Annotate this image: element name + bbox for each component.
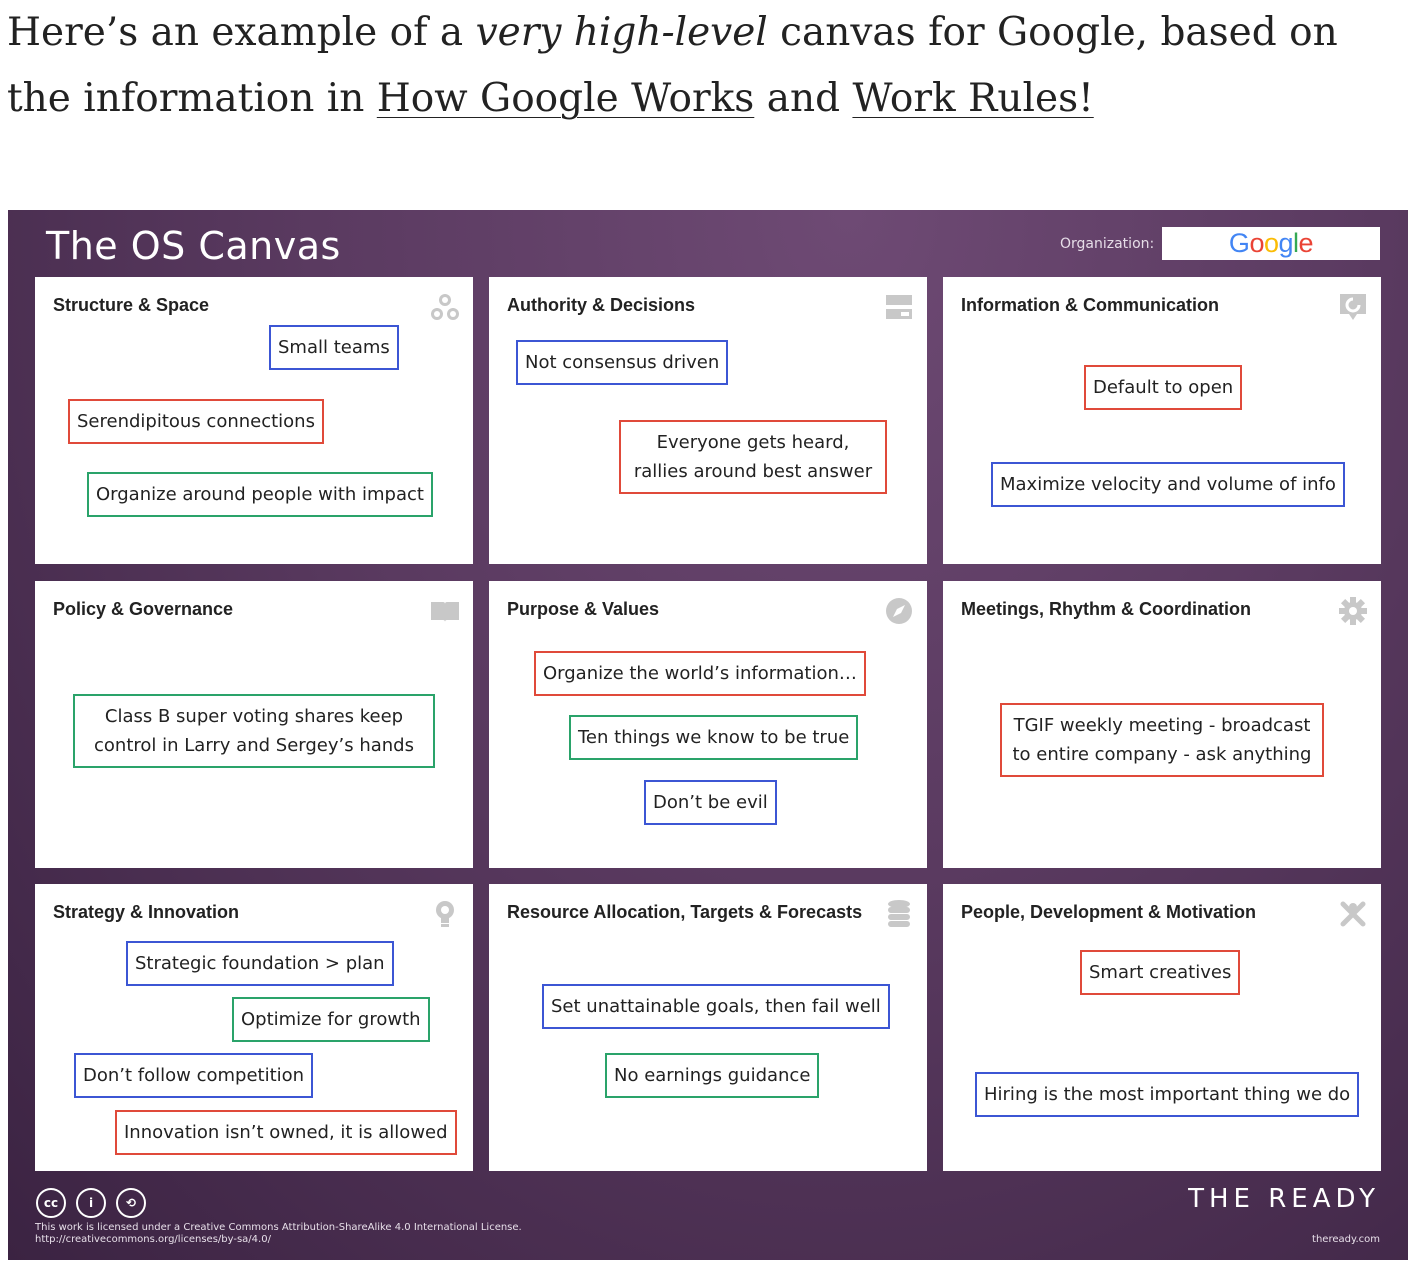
- note-default-to-open: Default to open: [1084, 365, 1243, 410]
- cc-icon: cc: [36, 1188, 66, 1218]
- note-ten-things: Ten things we know to be true: [569, 715, 859, 760]
- network-icon: [431, 294, 459, 320]
- panel-structure-space: Structure & Space Small teams Serendipit…: [35, 277, 473, 564]
- panel-title: Information & Communication: [961, 295, 1219, 315]
- note-maximize-velocity: Maximize velocity and volume of info: [991, 462, 1345, 507]
- database-icon: [888, 900, 910, 927]
- compass-icon: [886, 598, 912, 624]
- note-everyone-heard: Everyone gets heard, rallies around best…: [619, 420, 887, 494]
- panel-title: Structure & Space: [53, 295, 210, 315]
- note-dont-follow-competition: Don’t follow competition: [74, 1053, 314, 1098]
- note-no-earnings-guidance: No earnings guidance: [605, 1053, 820, 1098]
- share-alike-icon: ⟲: [116, 1188, 146, 1218]
- note-not-consensus: Not consensus driven: [516, 340, 729, 385]
- license-url: http://creativecommons.org/licenses/by-s…: [35, 1234, 271, 1245]
- panel-people-development: People, Development & Motivation Smart c…: [943, 884, 1381, 1171]
- lightbulb-icon: [436, 901, 454, 927]
- note-innovation-allowed: Innovation isn’t owned, it is allowed: [115, 1110, 457, 1155]
- note-organize-around-people: Organize around people with impact: [87, 472, 433, 517]
- organization-box: Google: [1162, 227, 1380, 260]
- note-organize-worlds-information: Organize the world’s information…: [534, 651, 866, 696]
- panel-title: Meetings, Rhythm & Coordination: [961, 599, 1251, 619]
- panel-meetings-rhythm: Meetings, Rhythm & Coordination TGIF wee…: [943, 581, 1381, 868]
- note-dont-be-evil: Don’t be evil: [644, 780, 777, 825]
- how-google-works-link[interactable]: How Google Works: [376, 76, 755, 121]
- info-bubble-icon: [1340, 294, 1366, 320]
- panel-strategy-innovation: Strategy & Innovation Strategic foundati…: [35, 884, 473, 1171]
- panel-title: Resource Allocation, Targets & Forecasts: [507, 902, 863, 922]
- work-rules-link[interactable]: Work Rules!: [852, 76, 1094, 121]
- org-chart-icon: [886, 295, 912, 319]
- panel-title: Purpose & Values: [507, 599, 660, 619]
- note-serendipitous-connections: Serendipitous connections: [68, 399, 324, 444]
- panel-information-communication: Information & Communication Default to o…: [943, 277, 1381, 564]
- license-line: This work is licensed under a Creative C…: [35, 1222, 522, 1233]
- person-star-icon: [1340, 901, 1366, 927]
- panel-title: Strategy & Innovation: [53, 902, 240, 922]
- note-unattainable-goals: Set unattainable goals, then fail well: [542, 984, 890, 1029]
- creative-commons-badges: cc i ⟲: [36, 1188, 146, 1218]
- panel-title: Policy & Governance: [53, 599, 234, 619]
- note-small-teams: Small teams: [269, 325, 399, 370]
- panel-resource-allocation: Resource Allocation, Targets & Forecasts…: [489, 884, 927, 1171]
- os-canvas-image: The OS Canvas Organization: Google Struc…: [8, 210, 1408, 1260]
- google-logo: Google: [1228, 228, 1314, 258]
- organization-label: Organization:: [1060, 236, 1155, 252]
- gear-icon: [1339, 597, 1367, 625]
- canvas-title: The OS Canvas: [46, 224, 341, 268]
- license-text: This work is licensed under a Creative C…: [35, 1222, 522, 1246]
- intro-text: and: [754, 76, 853, 121]
- panel-authority-decisions: Authority & Decisions Not consensus driv…: [489, 277, 927, 564]
- note-strategic-foundation: Strategic foundation > plan: [126, 941, 394, 986]
- panel-policy-governance: Policy & Governance Class B super voting…: [35, 581, 473, 868]
- book-icon: [431, 602, 459, 622]
- note-class-b-shares: Class B super voting shares keep control…: [73, 694, 435, 768]
- note-hiring-important: Hiring is the most important thing we do: [975, 1072, 1360, 1117]
- panel-purpose-values: Purpose & Values Organize the world’s in…: [489, 581, 927, 868]
- panel-title: People, Development & Motivation: [961, 902, 1257, 922]
- note-tgif-meeting: TGIF weekly meeting - broadcast to entir…: [1000, 703, 1324, 777]
- intro-emphasis: very high-level: [475, 10, 768, 55]
- note-optimize-growth: Optimize for growth: [232, 997, 430, 1042]
- intro-paragraph: Here’s an example of a very high-level c…: [7, 0, 1407, 132]
- intro-text: canvas for Google, based on the informat…: [7, 10, 1338, 121]
- site-url: theready.com: [1312, 1234, 1380, 1245]
- note-smart-creatives: Smart creatives: [1080, 950, 1241, 995]
- attribution-icon: i: [76, 1188, 106, 1218]
- intro-text: Here’s an example of a: [7, 10, 476, 55]
- panel-title: Authority & Decisions: [507, 295, 696, 315]
- the-ready-logo: THE READY: [1188, 1184, 1380, 1214]
